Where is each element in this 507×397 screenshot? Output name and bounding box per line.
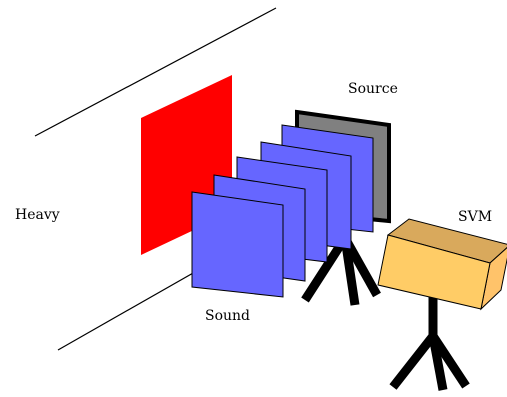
rail-top <box>34 7 277 137</box>
label-source: Source <box>348 81 398 97</box>
svm-tripod <box>389 296 470 391</box>
svm-box-front <box>377 234 491 310</box>
label-heavy: Heavy <box>15 207 60 223</box>
label-svm: SVM <box>458 209 492 225</box>
label-sound: Sound <box>205 308 250 324</box>
blue-plane-5 <box>191 191 284 298</box>
